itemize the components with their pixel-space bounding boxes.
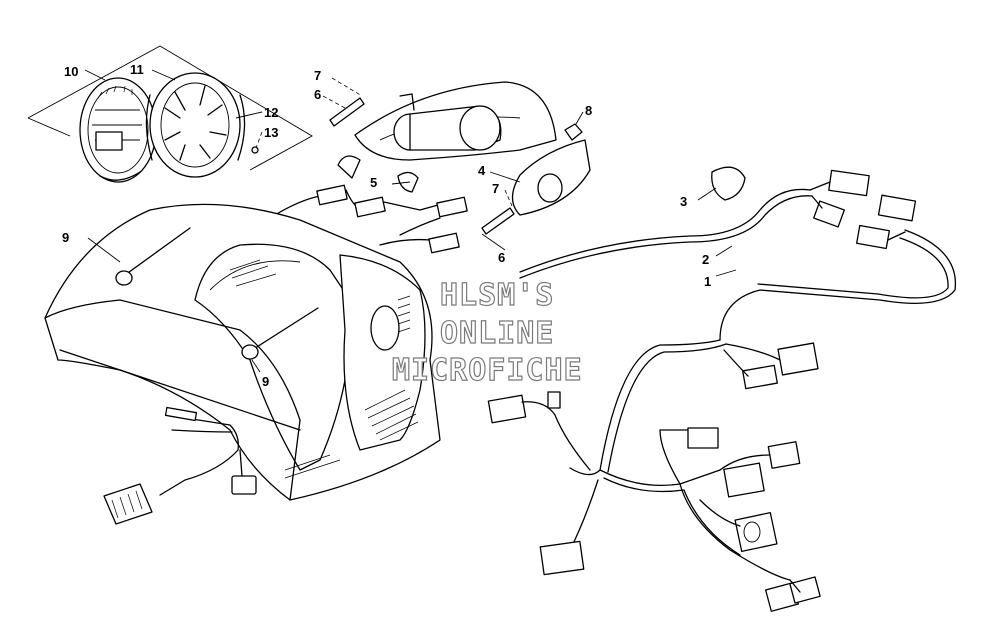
callout-8: 8 bbox=[585, 103, 592, 118]
screw-13 bbox=[251, 146, 259, 154]
main-wiring-harness: 3 2 1 bbox=[487, 166, 957, 612]
harness-plug-small bbox=[231, 475, 257, 495]
bulb-6-upper bbox=[329, 97, 365, 127]
connector-mid-6 bbox=[734, 511, 778, 553]
callout-9-left: 9 bbox=[62, 230, 69, 245]
connector-mid-5 bbox=[723, 462, 765, 498]
callout-2: 2 bbox=[702, 252, 709, 267]
callout-9-right: 9 bbox=[262, 374, 269, 389]
bulb-cap-5 bbox=[337, 155, 361, 179]
connector-left-2 bbox=[547, 391, 561, 409]
lower-left-harness bbox=[103, 406, 257, 525]
callout-6-lower: 6 bbox=[498, 250, 505, 265]
headlight-connectors bbox=[274, 184, 468, 254]
hood-fairing: 9 9 bbox=[44, 203, 441, 501]
callout-7-upper: 7 bbox=[314, 68, 321, 83]
connector-upper-3 bbox=[877, 194, 917, 222]
headlight-bulb-housing bbox=[393, 105, 502, 151]
watermark-line-3: MICROFICHE bbox=[392, 353, 583, 388]
mounting-bolt-9-left bbox=[115, 227, 191, 286]
callout-11: 11 bbox=[130, 62, 144, 77]
wire-clip-3 bbox=[711, 166, 746, 201]
watermark-line-2: ONLINE bbox=[440, 316, 554, 351]
mounting-bolt-9-right bbox=[241, 307, 319, 360]
callout-4: 4 bbox=[478, 163, 486, 178]
watermark-line-1: HLSM'S bbox=[440, 278, 554, 313]
callout-13: 13 bbox=[264, 125, 278, 140]
callout-1: 1 bbox=[704, 274, 711, 289]
callout-3: 3 bbox=[680, 194, 687, 209]
headlight-assembly: 7 6 8 4 5 7 6 bbox=[314, 68, 592, 265]
connector-left-1 bbox=[487, 394, 527, 424]
callout-6-upper: 6 bbox=[314, 87, 321, 102]
connector-upper-2 bbox=[813, 200, 845, 228]
watermark: HLSM'S ONLINE MICROFICHE bbox=[391, 277, 583, 388]
connector-bottom-3 bbox=[789, 576, 821, 604]
connector-bottom-1 bbox=[539, 540, 585, 576]
gauge-bezel bbox=[145, 72, 246, 178]
callout-5: 5 bbox=[370, 175, 377, 190]
connector-mid-3 bbox=[687, 427, 719, 449]
callout-10: 10 bbox=[64, 64, 78, 79]
instrument-cluster-group: 10 11 12 13 bbox=[27, 45, 313, 183]
speedometer-gauge bbox=[79, 77, 157, 183]
bulb-6-lower bbox=[481, 207, 515, 235]
callout-7-lower: 7 bbox=[492, 181, 499, 196]
connector-upper-4 bbox=[856, 224, 890, 250]
callout-12: 12 bbox=[264, 105, 278, 120]
connector-upper-1 bbox=[828, 169, 870, 197]
connector-mid-1 bbox=[777, 342, 819, 376]
connector-mid-4 bbox=[767, 441, 801, 469]
connector-mid-2 bbox=[742, 364, 778, 390]
harness-plug-left bbox=[103, 483, 153, 525]
